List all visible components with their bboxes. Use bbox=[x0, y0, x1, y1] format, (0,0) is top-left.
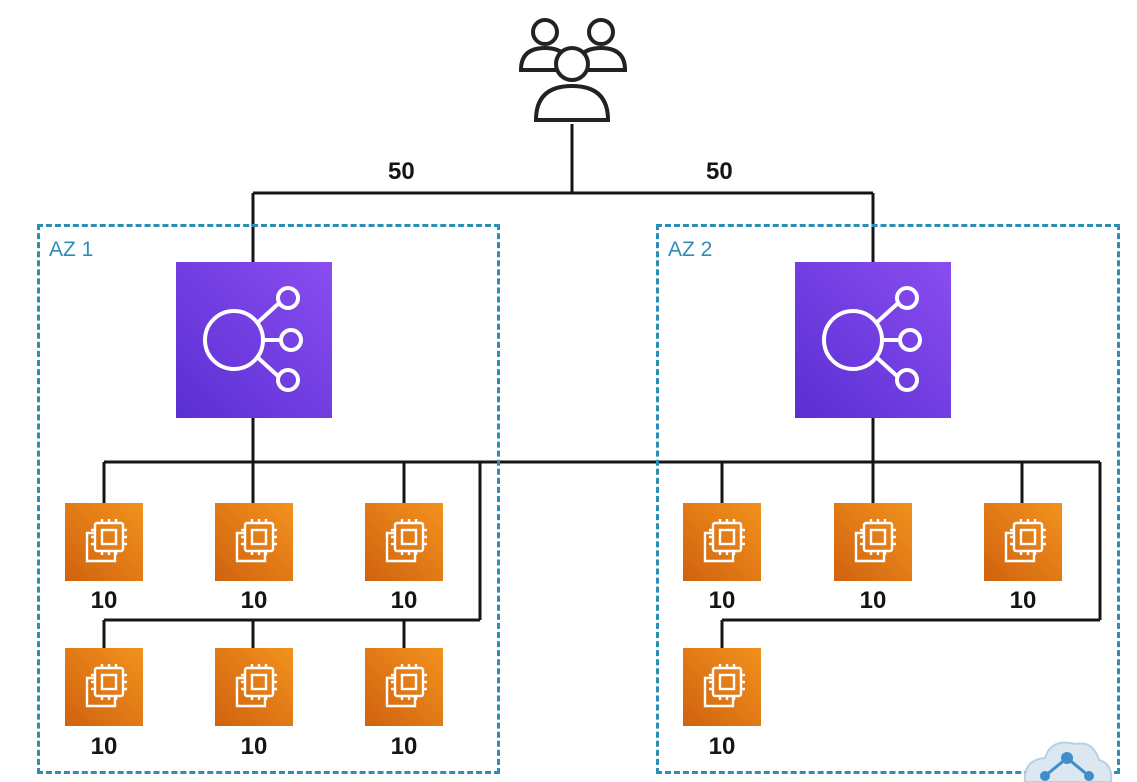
ec2-instance-icon bbox=[984, 503, 1062, 581]
availability-zone-2-label: AZ 2 bbox=[668, 238, 713, 261]
ec2-instance bbox=[683, 648, 761, 726]
ec2-instance-icon bbox=[683, 503, 761, 581]
ec2-instance-icon bbox=[365, 503, 443, 581]
ec2-instance bbox=[65, 503, 143, 581]
availability-zone-2 bbox=[656, 224, 1120, 774]
load-balancer-az2 bbox=[795, 262, 951, 418]
elastic-load-balancer-icon bbox=[203, 286, 303, 392]
ec2-instance bbox=[984, 503, 1062, 581]
ec2-instance bbox=[834, 503, 912, 581]
ec2-instance-icon bbox=[215, 648, 293, 726]
brand-logo-icon bbox=[1023, 741, 1113, 782]
ec2-instance bbox=[365, 503, 443, 581]
instance-count: 10 bbox=[708, 733, 736, 760]
instance-count: 10 bbox=[90, 733, 118, 760]
ec2-instance bbox=[215, 648, 293, 726]
ec2-instance bbox=[215, 503, 293, 581]
ec2-instance bbox=[683, 503, 761, 581]
load-balancer-az1 bbox=[176, 262, 332, 418]
traffic-weight-right: 50 bbox=[706, 158, 733, 185]
elastic-load-balancer-icon bbox=[822, 286, 922, 392]
ec2-instance-icon bbox=[215, 503, 293, 581]
ec2-instance bbox=[365, 648, 443, 726]
instance-count: 10 bbox=[390, 733, 418, 760]
users-group-icon bbox=[518, 18, 628, 122]
availability-zone-1 bbox=[37, 224, 500, 774]
ec2-instance bbox=[65, 648, 143, 726]
instance-count: 10 bbox=[1009, 587, 1037, 614]
availability-zone-1-label: AZ 1 bbox=[49, 238, 94, 261]
traffic-weight-left: 50 bbox=[388, 158, 415, 185]
instance-count: 10 bbox=[708, 587, 736, 614]
ec2-instance-icon bbox=[834, 503, 912, 581]
ec2-instance-icon bbox=[65, 503, 143, 581]
instance-count: 10 bbox=[240, 587, 268, 614]
instance-count: 10 bbox=[390, 587, 418, 614]
ec2-instance-icon bbox=[683, 648, 761, 726]
instance-count: 10 bbox=[240, 733, 268, 760]
ec2-instance-icon bbox=[365, 648, 443, 726]
ec2-instance-icon bbox=[65, 648, 143, 726]
instance-count: 10 bbox=[90, 587, 118, 614]
instance-count: 10 bbox=[859, 587, 887, 614]
